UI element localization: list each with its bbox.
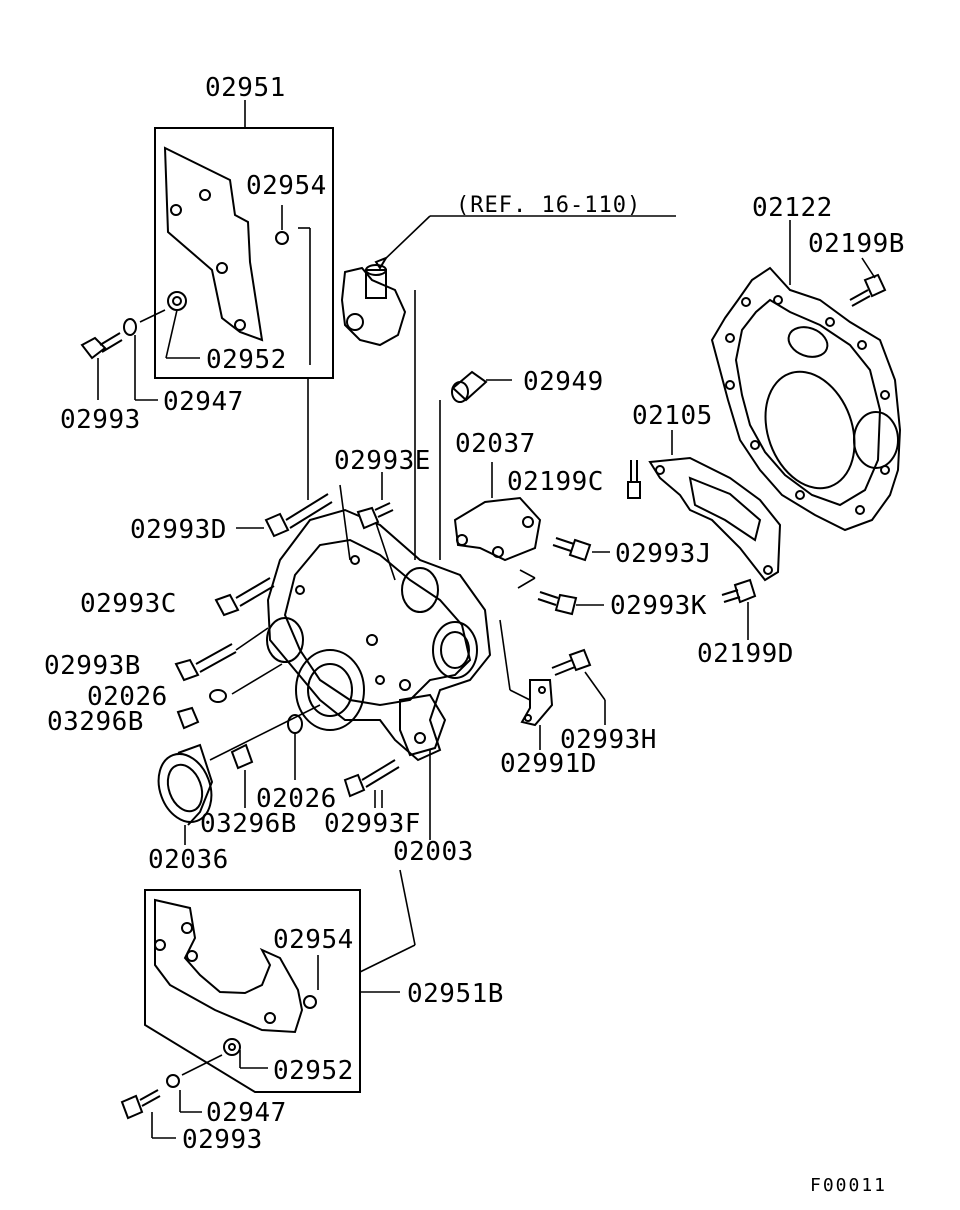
part-label-02949: 02949 [523, 367, 604, 397]
part-label-03296b-mid: 03296B [200, 809, 297, 839]
part-label-02993b: 02993B [44, 651, 141, 681]
bolt-02199d [721, 578, 757, 640]
water-pump-reference [340, 215, 676, 560]
part-label-02951: 02951 [205, 73, 286, 103]
bolt-02993f [343, 759, 400, 808]
nut-03296b-left [176, 706, 200, 730]
part-label-02993c: 02993C [80, 589, 177, 619]
part-label-02026-left: 02026 [87, 682, 168, 712]
part-label-02122: 02122 [752, 193, 833, 223]
part-label-02993k: 02993K [610, 591, 707, 621]
spacer [439, 370, 512, 560]
part-label-02952-bottom: 02952 [273, 1056, 354, 1086]
bolt-02993h [551, 648, 606, 725]
part-label-02993h: 02993H [560, 725, 657, 755]
part-label-02993-bottom: 02993 [182, 1125, 263, 1155]
part-label-02199c: 02199C [507, 467, 604, 497]
bolt-02993e [356, 472, 394, 530]
part-label-02003: 02003 [393, 837, 474, 867]
cover-plate [627, 430, 782, 582]
part-label-02951b: 02951B [407, 979, 504, 1009]
timing-cover-upper-group [80, 100, 334, 500]
part-label-02199b: 02199B [808, 229, 905, 259]
figure-code: F00011 [810, 1175, 888, 1196]
pulley [157, 704, 321, 845]
reference-label: (REF. 16-110) [456, 193, 642, 218]
part-label-02991d: 02991D [500, 749, 597, 779]
part-label-02954-top: 02954 [246, 171, 327, 201]
part-label-02105: 02105 [632, 401, 713, 431]
part-label-02993j: 02993J [615, 539, 712, 569]
part-label-02993-top: 02993 [60, 405, 141, 435]
part-label-02026-mid: 02026 [256, 784, 337, 814]
part-label-02993d: 02993D [130, 515, 227, 545]
part-label-03296b-left: 03296B [47, 707, 144, 737]
bolt-02993c [214, 577, 275, 617]
part-label-02037: 02037 [455, 429, 536, 459]
part-label-02993e: 02993E [334, 446, 431, 476]
part-label-02036: 02036 [148, 845, 229, 875]
backing-plate [710, 220, 902, 532]
timing-cover-lower-group [120, 869, 416, 1139]
stay [499, 619, 554, 750]
part-label-02993f: 02993F [324, 809, 421, 839]
bracket [453, 462, 610, 616]
part-label-02952-top: 02952 [206, 345, 287, 375]
part-label-02954-bottom: 02954 [273, 925, 354, 955]
nut-03296b-mid [230, 743, 254, 808]
part-label-02199d: 02199D [697, 639, 794, 669]
bolt-02993b [174, 627, 269, 682]
bolt-02993d [236, 493, 333, 538]
timing-case [266, 484, 492, 840]
part-label-02947-bottom: 02947 [206, 1098, 287, 1128]
washer-02026-mid [287, 714, 303, 780]
part-label-02947-top: 02947 [163, 387, 244, 417]
washer-02026-left [209, 663, 283, 703]
